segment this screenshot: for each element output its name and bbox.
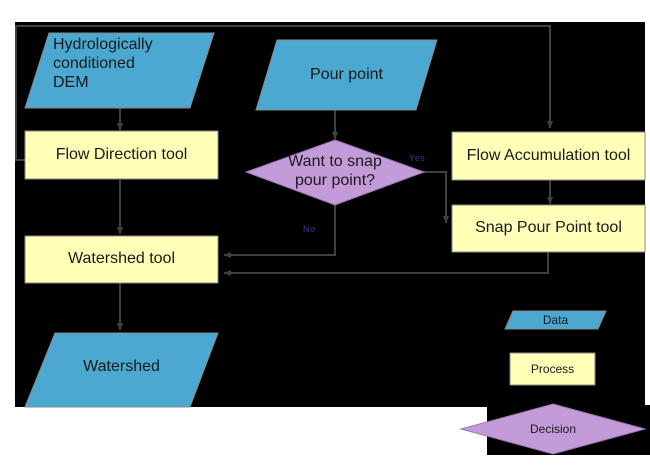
edge-flowdir-to-flowacc xyxy=(15,25,554,161)
node-snap-shape[interactable] xyxy=(451,204,646,253)
connector-layer xyxy=(15,25,554,331)
edge-label-no-text: No xyxy=(303,224,316,234)
node-pourpoint-shape[interactable] xyxy=(255,39,438,111)
node-dem-shape[interactable] xyxy=(24,32,215,109)
legend-data-shape[interactable] xyxy=(504,310,607,330)
edge-decision-no-to-watershedtool xyxy=(223,205,336,259)
edge-label-yes-text: Yes xyxy=(409,153,426,163)
edge-label-no: No xyxy=(303,224,315,234)
node-watershed-shape[interactable] xyxy=(24,332,219,408)
node-watershedtool-shape[interactable] xyxy=(24,235,219,284)
legend-process-shape[interactable] xyxy=(509,352,596,386)
edge-decision-yes-to-snap xyxy=(423,171,450,224)
edge-snap-to-watershedtool xyxy=(223,252,549,277)
node-flowacc-shape[interactable] xyxy=(451,131,646,181)
node-decision-shape[interactable] xyxy=(244,139,426,206)
edge-label-yes: Yes xyxy=(409,153,425,163)
node-flowdir-shape[interactable] xyxy=(24,130,219,180)
legend-decision-shape[interactable] xyxy=(459,403,647,455)
